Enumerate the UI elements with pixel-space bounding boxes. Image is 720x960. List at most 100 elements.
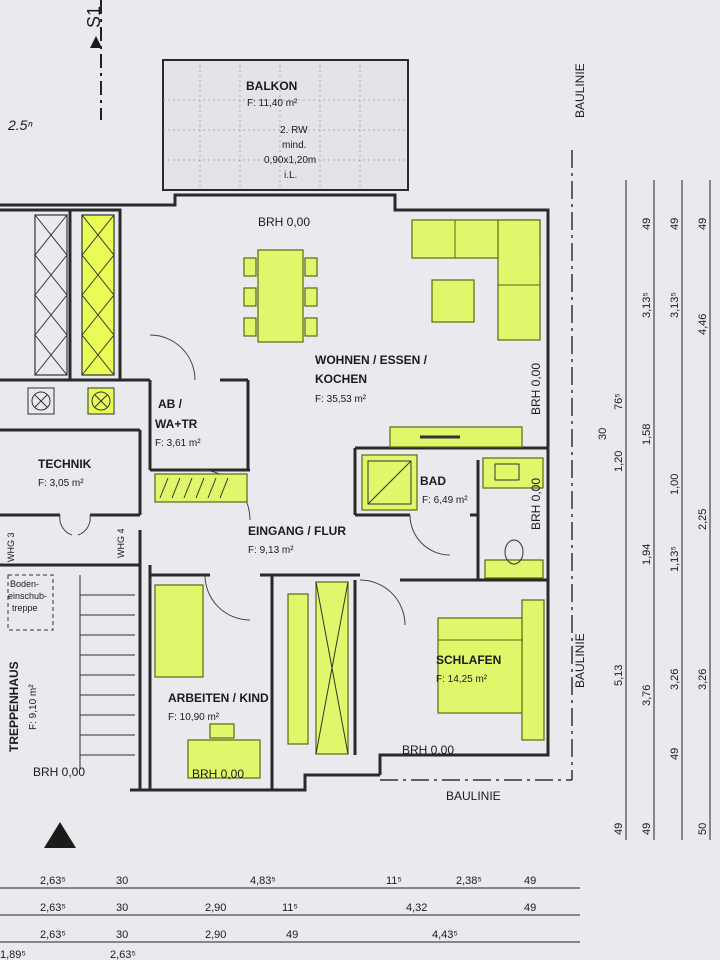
living-name-2: KOCHEN — [315, 372, 367, 386]
double-bed — [437, 599, 545, 741]
svg-text:30: 30 — [597, 428, 609, 440]
single-bed — [154, 584, 204, 678]
section-marker: S1 — [84, 6, 104, 28]
hall-wardrobes — [287, 581, 349, 755]
brh-bottom-left: BRH 0,00 — [33, 765, 85, 779]
svg-text:3,26: 3,26 — [669, 669, 681, 690]
svg-text:2,90: 2,90 — [205, 929, 226, 941]
treppenhaus-area: F: 9,10 m² — [28, 684, 39, 730]
svg-text:1,58: 1,58 — [641, 424, 653, 445]
handwritten-note: 2.5ⁿ — [7, 117, 33, 133]
svg-text:4,83⁵: 4,83⁵ — [250, 875, 276, 887]
balcony-note-1: 2. RW — [280, 125, 308, 136]
svg-text:30: 30 — [116, 875, 128, 887]
whg3-label: WHG 3 — [6, 532, 16, 562]
treppenhaus-name: TREPPENHAUS — [7, 661, 21, 752]
svg-text:2,63⁵: 2,63⁵ — [110, 949, 136, 960]
brh-right-1: BRH 0,00 — [529, 363, 543, 415]
svg-text:3,76: 3,76 — [641, 685, 653, 706]
dryer-icon — [87, 387, 115, 415]
bottom-dimension-lines — [0, 887, 580, 943]
ab-wardrobe — [154, 473, 248, 503]
eingang-name: EINGANG / FLUR — [248, 524, 346, 538]
svg-text:2,63⁵: 2,63⁵ — [40, 929, 66, 941]
brh-bottom-mid: BRH 0,00 — [192, 767, 244, 781]
arbeiten-area: F: 10,90 m² — [168, 712, 220, 723]
left-storage-columns — [34, 214, 115, 376]
baulinie-label-bottom: BAULINIE — [446, 789, 501, 803]
balcony-note-2: mind. — [282, 140, 306, 151]
boden-label-2: einschub- — [8, 591, 47, 601]
sink-icon — [482, 457, 544, 489]
section-arrow-icon — [90, 36, 102, 48]
ab-name-1: AB / — [158, 397, 183, 411]
technik-name: TECHNIK — [38, 457, 92, 471]
right-dimension-labels: 5,13 76⁵ 1,20 49 49 3,13⁵ 1,58 1,94 3,76… — [597, 218, 709, 835]
svg-text:76⁵: 76⁵ — [613, 393, 625, 410]
toilet-icon — [484, 539, 544, 579]
balcony-grid — [163, 60, 408, 190]
svg-text:49: 49 — [524, 902, 536, 914]
north-arrow-icon — [44, 822, 76, 848]
svg-text:2,63⁵: 2,63⁵ — [40, 902, 66, 914]
washer-icon — [27, 387, 55, 415]
walls — [0, 193, 550, 792]
svg-text:49: 49 — [669, 748, 681, 760]
brh-right-2: BRH 0,00 — [529, 478, 543, 530]
staircase — [7, 574, 135, 770]
svg-text:3,13⁵: 3,13⁵ — [641, 292, 653, 318]
kitchen-counter — [389, 426, 523, 448]
svg-text:2,38⁵: 2,38⁵ — [456, 875, 482, 887]
brh-top: BRH 0,00 — [258, 215, 310, 229]
boden-label-1: Boden- — [10, 579, 39, 589]
svg-text:1,94: 1,94 — [641, 544, 653, 565]
svg-text:2,63⁵: 2,63⁵ — [40, 875, 66, 887]
svg-text:30: 30 — [116, 929, 128, 941]
svg-text:49: 49 — [697, 218, 709, 230]
svg-text:49: 49 — [669, 218, 681, 230]
technik-area: F: 3,05 m² — [38, 478, 84, 489]
living-area: F: 35,53 m² — [315, 394, 367, 405]
svg-text:49: 49 — [641, 823, 653, 835]
schlafen-name: SCHLAFEN — [436, 653, 501, 667]
svg-text:11⁵: 11⁵ — [282, 902, 298, 914]
balcony-note-3: 0,90x1,20m — [264, 155, 316, 166]
svg-text:4,46: 4,46 — [697, 314, 709, 335]
bad-area: F: 6,49 m² — [422, 495, 468, 506]
whg4-label: WHG 4 — [116, 528, 126, 558]
svg-text:3,13⁵: 3,13⁵ — [669, 292, 681, 318]
eingang-area: F: 9,13 m² — [248, 545, 294, 556]
svg-text:4,32: 4,32 — [406, 902, 427, 914]
balcony-name: BALKON — [246, 79, 297, 93]
svg-text:1,00: 1,00 — [669, 474, 681, 495]
dining-table — [243, 249, 318, 343]
svg-text:5,13: 5,13 — [613, 665, 625, 686]
svg-text:30: 30 — [116, 902, 128, 914]
bottom-dimension-labels: 2,63⁵ 30 4,83⁵ 11⁵ 2,38⁵ 49 2,63⁵ 30 2,9… — [0, 875, 536, 960]
right-dimension-lines — [625, 180, 711, 840]
svg-text:1,13⁵: 1,13⁵ — [669, 546, 681, 572]
svg-text:1,89⁵: 1,89⁵ — [0, 949, 26, 960]
balcony-note-4: i.L. — [284, 170, 297, 181]
bathtub-icon — [361, 454, 418, 511]
svg-text:4,43⁵: 4,43⁵ — [432, 929, 458, 941]
svg-text:49: 49 — [613, 823, 625, 835]
arbeiten-name: ARBEITEN / KIND — [168, 691, 269, 705]
svg-text:50: 50 — [697, 823, 709, 835]
sofa — [411, 219, 541, 341]
svg-text:49: 49 — [641, 218, 653, 230]
balcony-area: F: 11,40 m² — [247, 98, 298, 109]
bad-name: BAD — [420, 474, 446, 488]
boden-label-3: treppe — [12, 603, 38, 613]
svg-text:1,20: 1,20 — [613, 451, 625, 472]
baulinie-label-right: BAULINIE — [573, 633, 587, 688]
balcony-outline — [162, 59, 409, 191]
ab-area: F: 3,61 m² — [155, 438, 201, 449]
svg-text:3,26: 3,26 — [697, 669, 709, 690]
svg-text:2,25: 2,25 — [697, 509, 709, 530]
baulinie-label-top: BAULINIE — [573, 63, 587, 118]
desk — [187, 723, 261, 779]
svg-text:2,90: 2,90 — [205, 902, 226, 914]
svg-text:49: 49 — [524, 875, 536, 887]
